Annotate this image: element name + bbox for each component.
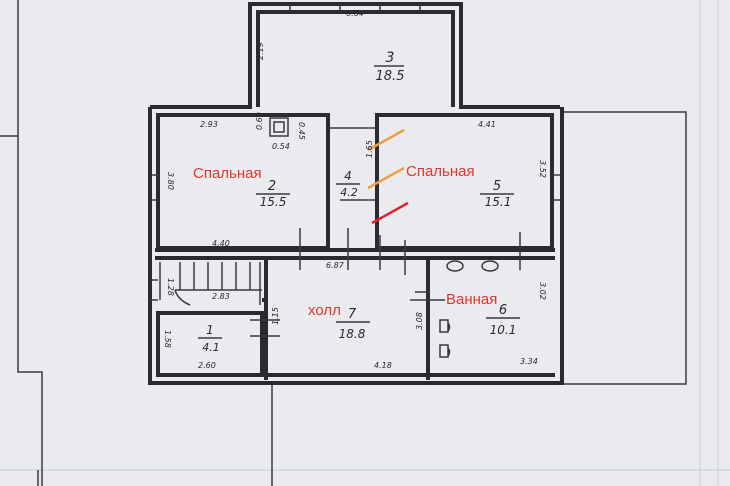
room-6-number: 6 (499, 303, 507, 318)
room-3-area: 18.5 (376, 69, 405, 84)
dim-1-65: 1.65 (365, 140, 374, 158)
bidet-icon (439, 344, 451, 358)
chimney-icon (269, 117, 289, 137)
dim-0-60: 0.60 (255, 112, 264, 130)
label-bedroom-right: Спальная (406, 163, 475, 180)
door-marks (250, 127, 521, 337)
dim-2-83: 2.83 (212, 292, 230, 301)
room-6-area: 10.1 (490, 323, 517, 337)
sink-icon (446, 260, 464, 272)
dim-4-18: 4.18 (374, 361, 392, 370)
context-lines (0, 0, 687, 486)
dim-0-45: 0.45 (297, 122, 306, 140)
dimension-labels: 6.64 2.19 2.93 4.41 3.80 3.52 4.40 1.65 … (163, 9, 547, 370)
dim-1-58: 1.58 (163, 330, 172, 348)
marker-orange-1 (367, 128, 405, 152)
room-1-number: 1 (206, 323, 214, 337)
dim-3-02: 3.02 (538, 282, 547, 300)
label-bathroom: Ванная (446, 291, 497, 308)
dim-3-34: 3.34 (520, 357, 538, 366)
room-labels: 3 18.5 2 15.5 4 4.2 5 15.1 1 4.1 7 18.8 … (198, 50, 520, 354)
dim-4-40: 4.40 (212, 239, 230, 248)
room-1-area: 4.1 (202, 341, 220, 354)
dim-4-41: 4.41 (478, 120, 496, 129)
staircase (159, 262, 262, 306)
label-bedroom-left: Спальная (193, 165, 262, 182)
walls (148, 2, 564, 385)
dim-3-08: 3.08 (415, 312, 424, 330)
room-annotations: Спальная Спальная холл Ванная (193, 163, 497, 319)
dim-1-15: 1.15 (271, 307, 280, 325)
dim-0-54: 0.54 (272, 142, 290, 151)
toilet-icon (439, 319, 451, 333)
room-5-area: 15.1 (485, 195, 512, 209)
fixtures (269, 117, 499, 358)
room-2-area: 15.5 (260, 195, 287, 209)
dim-2-19: 2.19 (256, 42, 265, 60)
room-2-number: 2 (268, 179, 276, 194)
room-3-number: 3 (386, 50, 395, 66)
dim-1-28: 1.28 (166, 278, 175, 296)
dim-6-87: 6.87 (326, 261, 345, 270)
sink-icon (481, 260, 499, 272)
label-hall: холл (308, 302, 341, 319)
window-marks (150, 4, 560, 301)
room-4-number: 4 (344, 169, 352, 183)
dim-3-80: 3.80 (166, 172, 175, 190)
marker-orange-2 (367, 166, 405, 190)
marker-red (371, 201, 409, 225)
dim-2-93: 2.93 (200, 120, 218, 129)
annotation-markers (367, 128, 409, 225)
room-4-area: 4.2 (340, 186, 358, 199)
room-7-area: 18.8 (339, 327, 366, 341)
room-7-number: 7 (348, 307, 357, 322)
room-5-number: 5 (493, 179, 501, 194)
dim-3-52: 3.52 (538, 160, 547, 178)
dim-6-64: 6.64 (346, 9, 364, 18)
dim-2-60: 2.60 (198, 361, 216, 370)
